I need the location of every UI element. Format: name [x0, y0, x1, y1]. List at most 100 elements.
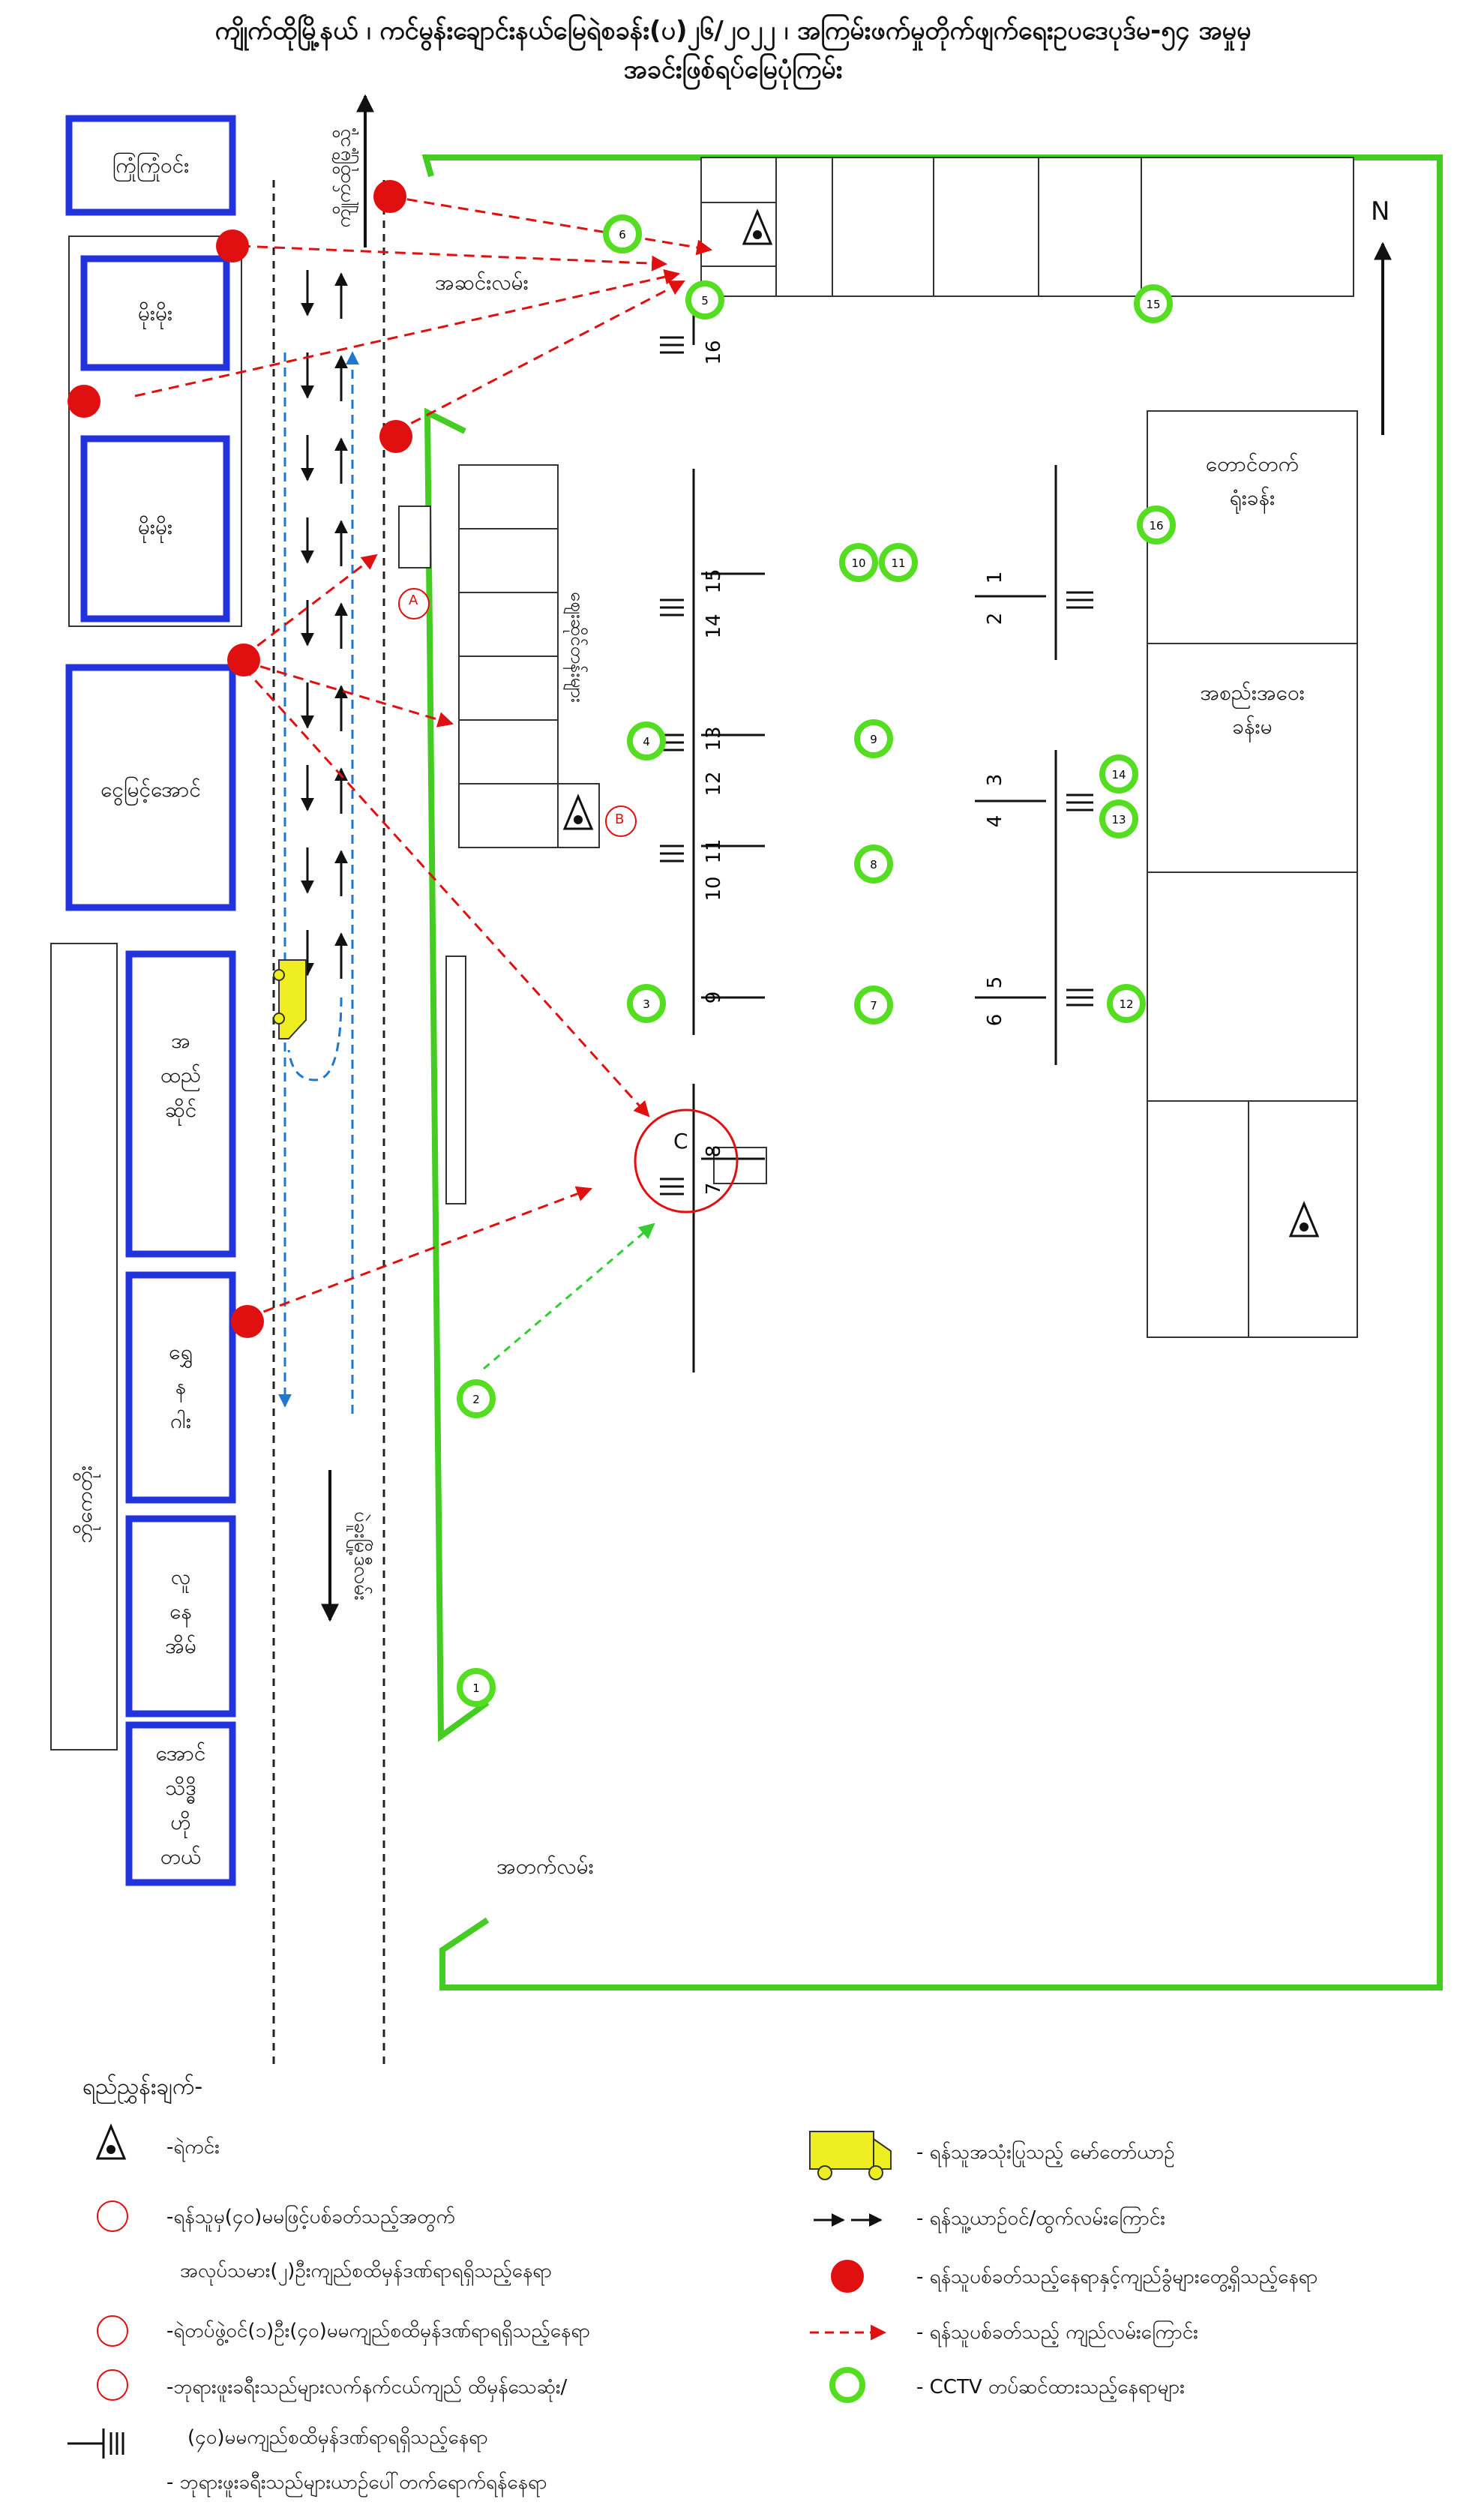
- cctv-ring: [839, 543, 878, 582]
- point-b-label: B: [615, 812, 625, 827]
- fire-lines: [134, 195, 713, 1319]
- building-label-line: ထည်: [160, 1063, 202, 1088]
- legend-marker-c: [97, 2369, 128, 2401]
- cctv-number: 5: [701, 294, 709, 308]
- cctv-ring: [1107, 984, 1146, 1023]
- cctv-number: 4: [643, 735, 650, 748]
- exit-label: အတက်လမ်း: [496, 1854, 594, 1879]
- building-label: အ ထည် ဆိုင်: [129, 1024, 232, 1127]
- pump-number: 4: [984, 815, 1006, 828]
- office-label-1: တောင်တက်: [1205, 452, 1300, 476]
- cctv-number: 9: [870, 733, 877, 746]
- pump-number: 11: [703, 838, 725, 863]
- compound-wall-west: [424, 407, 490, 1742]
- cctv-number: 13: [1111, 813, 1126, 826]
- legend-title: ရည်ညွှန်းချက်-: [82, 2074, 203, 2100]
- building-kyone-kyone-win: [65, 115, 236, 216]
- legend-shooting-point: [831, 2260, 864, 2293]
- cctv-number: 3: [643, 998, 650, 1011]
- building-label-line: လူ: [170, 1564, 191, 1589]
- legend-marker-b: [97, 2315, 128, 2347]
- pump-number: 5: [984, 976, 1006, 989]
- east-room-south-a: [1147, 1100, 1249, 1338]
- casualty-marker-c: [634, 1108, 739, 1214]
- point-a-label: A: [409, 592, 418, 608]
- building-label: လူ နေ အိမ်: [129, 1560, 232, 1664]
- enemy-vehicle-uturn: [287, 997, 343, 1082]
- pump-number: 10: [703, 876, 725, 901]
- building-residence: [125, 1515, 236, 1718]
- building-label: မိုးမိုး: [137, 301, 173, 326]
- building-label-line: အောင်: [155, 1741, 206, 1766]
- police-post-icon: [1288, 1201, 1320, 1238]
- side-building-label: ဘိုကေတိုး: [72, 1466, 97, 1544]
- pump-number: 1: [984, 572, 1006, 584]
- police-post-icon: [562, 794, 594, 830]
- cctv-ring: [457, 1668, 496, 1707]
- legend-item: - ရန်သူပစ်ခတ်သည့်နေရာနှင့်ကျည်ခွံများတွေ…: [916, 2266, 1318, 2288]
- cctv-ring: [854, 844, 893, 884]
- pump-island-west: [692, 292, 765, 1372]
- building-label-line: သိဒ္ဓိ: [165, 1775, 196, 1800]
- building-label: ငွေမြင့်အောင်: [100, 777, 201, 802]
- cctv-ring: [457, 1379, 496, 1418]
- building-label: မိုးမိုး: [137, 514, 173, 539]
- building-clothes-shop: [125, 950, 236, 1258]
- legend-vehicle-icon: [809, 2131, 892, 2180]
- cctv-number: 1: [472, 1682, 480, 1695]
- cctv-ring: [1099, 800, 1138, 838]
- office-room: [1147, 410, 1358, 644]
- legend-item: - CCTV တပ်ဆင်ထားသည့်နေရာများ: [916, 2376, 1185, 2398]
- cctv-ring: [627, 722, 666, 760]
- road-south-label: ပဲခူးမြို့ဒီလမ်း: [349, 1511, 373, 1600]
- meeting-hall-label-2: ခန်းမ: [1232, 714, 1273, 739]
- building-label-line: တယ်: [160, 1844, 202, 1869]
- building-aung-thiddhi-hotel: [125, 1721, 236, 1886]
- cctv-ring: [685, 280, 724, 320]
- shooting-points: [67, 180, 412, 1338]
- pump-number: 2: [984, 613, 1006, 626]
- entrance-label: အဆင်းလမ်း: [435, 270, 529, 295]
- pump-number: 6: [984, 1014, 1006, 1027]
- point-c-label: C: [673, 1129, 688, 1154]
- building-label: ရွှေ န ဂါး: [129, 1335, 232, 1438]
- cctv-ring: [603, 214, 642, 254]
- booth: [713, 1147, 767, 1184]
- road-north-label: ကျိုက်ထိုမြို့သို့: [332, 128, 355, 228]
- building-label: ကြုံကြုံဝင်း: [112, 153, 190, 178]
- long-bench: [445, 956, 466, 1204]
- building-group-outline: [68, 236, 242, 627]
- pump-number: 8: [703, 1145, 725, 1158]
- north-label: N: [1371, 196, 1390, 226]
- casualty-marker-b: [605, 806, 637, 837]
- office-block: [700, 157, 1354, 297]
- cctv-number: 10: [851, 556, 865, 570]
- building-label-line: ဂါး: [170, 1408, 191, 1433]
- office-label-2: ရုံးခန်း: [1229, 485, 1276, 510]
- pump-number: 14: [703, 614, 725, 638]
- pump-number: 9: [703, 992, 725, 1004]
- building-label-line: နေ: [169, 1599, 192, 1624]
- building-shwe-naga: [125, 1271, 236, 1504]
- cctv-ring: [1137, 506, 1176, 544]
- enemy-vehicle-icon: [273, 959, 307, 1040]
- legend-item: -ရဲတပ်ဖွဲ့ဝင်(၁)ဦး(၄၀)မမကျည်စထိမှန်ဒဏ်ရာ…: [166, 2320, 590, 2342]
- pump-number: 16: [703, 340, 725, 364]
- legend-item: - ဘုရားဖူးခရီးသည်များယာဉ်ပေါ်တက်ရောက်ရန်…: [166, 2471, 547, 2494]
- cctv-number: 6: [619, 228, 626, 242]
- pump-number: 7: [703, 1183, 725, 1196]
- legend-item: - ရန်သူအသုံးပြုသည့် မော်တော်ယာဉ်: [916, 2141, 1175, 2164]
- building-moe-moe-2: [80, 435, 230, 622]
- pump-number: 13: [703, 726, 725, 751]
- cctv-number: 7: [870, 999, 877, 1012]
- east-room: [1147, 872, 1358, 1102]
- cctv-view-line: [483, 1222, 655, 1370]
- map-title-line2: အခင်းဖြစ်ရပ်မြေပုံကြမ်း: [623, 55, 843, 85]
- cctv-ring: [854, 986, 893, 1024]
- cctv-ring: [1099, 754, 1138, 794]
- building-label: အောင် သိဒ္ဓိ ဟို တယ်: [129, 1736, 232, 1874]
- cctv-number: 15: [1146, 298, 1160, 311]
